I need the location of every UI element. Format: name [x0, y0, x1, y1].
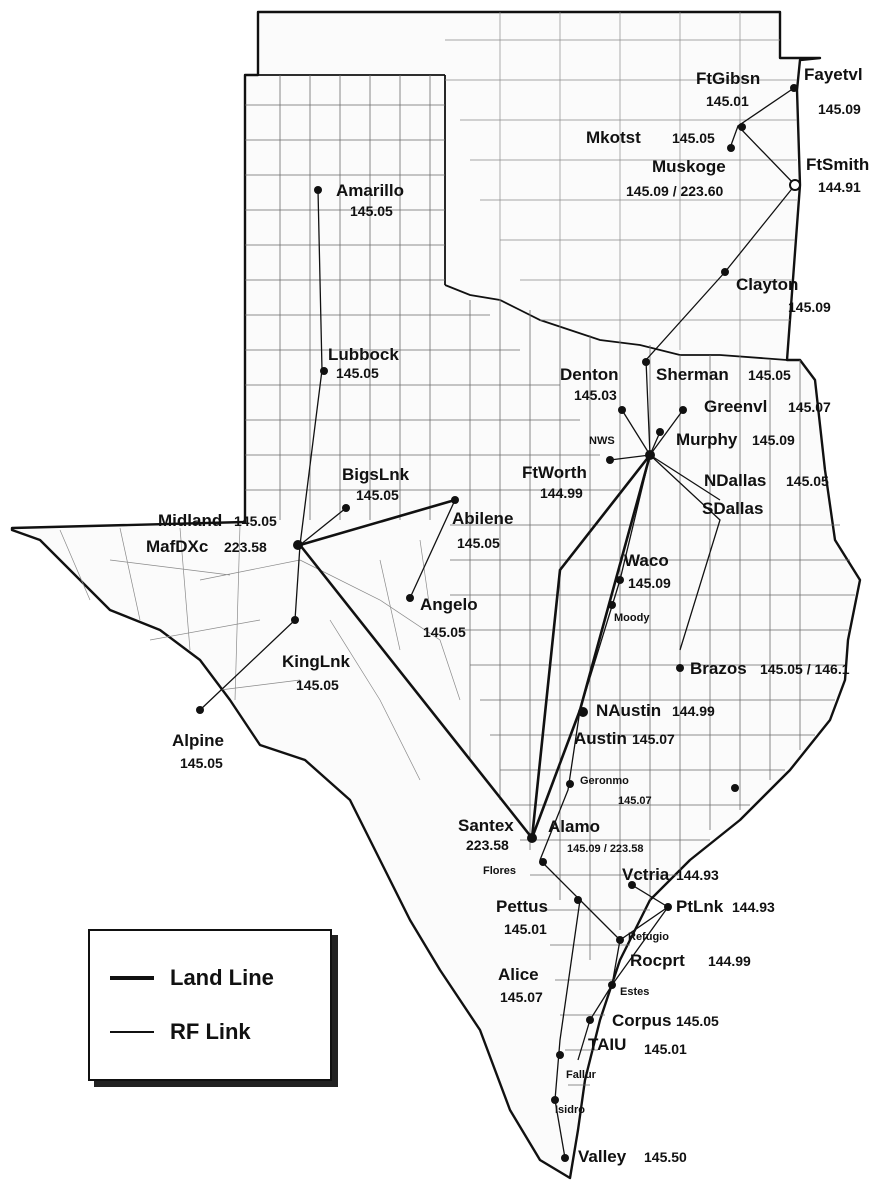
station-labels: Amarillo 145.05 Lubbock 145.05 BigsLnk 1…	[146, 65, 869, 1166]
panhandle-edge	[258, 74, 446, 285]
label-mkotst: Mkotst	[586, 128, 641, 147]
label-lubbock: Lubbock	[328, 345, 399, 364]
label-sdallas: SDallas	[702, 499, 763, 518]
label-alpine: Alpine	[172, 731, 224, 750]
label-nws: NWS	[589, 435, 615, 447]
legend-land-line: Land Line	[110, 965, 274, 991]
label-pettus: Pettus	[496, 897, 548, 916]
legend: Land Line RF Link	[88, 929, 332, 1081]
freq-santex: 223.58	[466, 837, 509, 853]
freq-vctria: 144.93	[676, 867, 719, 883]
freq-naustin: 144.99	[672, 703, 715, 719]
label-waco: Waco	[624, 551, 669, 570]
legend-rf-link: RF Link	[110, 1019, 251, 1045]
label-austin: Austin	[574, 729, 627, 748]
land-lines	[298, 454, 652, 839]
label-ftworth: FtWorth	[522, 463, 587, 482]
freq-alamo: 145.09 / 223.58	[567, 843, 643, 855]
label-refugio: Refugio	[628, 931, 669, 943]
county-grid-east	[450, 300, 855, 1086]
freq-denton: 145.03	[574, 387, 617, 403]
freq-valley: 145.50	[644, 1149, 687, 1165]
freq-bigslnk: 145.05	[356, 487, 399, 503]
label-geronmo: Geronmo	[580, 775, 629, 787]
freq-ftgibsn: 145.01	[706, 93, 749, 109]
rf-link-swatch	[110, 1031, 154, 1033]
label-fayetvl: Fayetvl	[804, 65, 863, 84]
freq-sherman: 145.05	[748, 367, 791, 383]
label-amarillo: Amarillo	[336, 181, 404, 200]
label-muskoge: Muskoge	[652, 157, 726, 176]
freq-taiu: 145.01	[644, 1041, 687, 1057]
label-vctria: Vctria	[622, 865, 670, 884]
freq-austin: 145.07	[632, 731, 675, 747]
label-bigslnk: BigsLnk	[342, 465, 410, 484]
freq-fayetvl: 145.09	[818, 101, 861, 117]
label-corpus: Corpus	[612, 1011, 672, 1030]
freq-geronmo: 145.07	[618, 795, 652, 807]
label-ndallas: NDallas	[704, 471, 766, 490]
freq-waco: 145.09	[628, 575, 671, 591]
label-midland: Midland	[158, 511, 222, 530]
label-angelo: Angelo	[420, 595, 478, 614]
red-river	[444, 284, 788, 361]
freq-alice: 145.07	[500, 989, 543, 1005]
label-fallur: Fallur	[566, 1069, 597, 1081]
freq-angelo: 145.05	[423, 624, 466, 640]
label-rocprt: Rocprt	[630, 951, 685, 970]
freq-clayton: 145.09	[788, 299, 831, 315]
freq-abilene: 145.05	[457, 535, 500, 551]
label-taiu: TAIU	[588, 1035, 626, 1054]
freq-muskoge: 145.09 / 223.60	[626, 183, 724, 199]
freq-alpine: 145.05	[180, 755, 223, 771]
label-denton: Denton	[560, 365, 619, 384]
label-kinglnk: KingLnk	[282, 652, 351, 671]
freq-greenvl: 145.07	[788, 399, 831, 415]
label-flores: Flores	[483, 865, 516, 877]
freq-brazos: 145.05 / 146.1	[760, 661, 850, 677]
freq-pttlnk: 144.93	[732, 899, 775, 915]
label-murphy: Murphy	[676, 430, 738, 449]
freq-ndallas: 145.05	[786, 473, 829, 489]
label-alice: Alice	[498, 965, 539, 984]
freq-pettus: 145.01	[504, 921, 547, 937]
county-grid-oklahoma	[445, 12, 797, 355]
freq-mafdxc: 223.58	[224, 539, 267, 555]
label-mafdxc: MafDXc	[146, 537, 208, 556]
freq-murphy: 145.09	[752, 432, 795, 448]
state-outline	[10, 10, 862, 1180]
label-clayton: Clayton	[736, 275, 798, 294]
label-ftgibsn: FtGibsn	[696, 69, 760, 88]
freq-midland: 145.05	[234, 513, 277, 529]
freq-mkotst: 145.05	[672, 130, 715, 146]
freq-rocprt: 144.99	[708, 953, 751, 969]
label-valley: Valley	[578, 1147, 627, 1166]
label-moody: Moody	[614, 612, 650, 624]
label-ftsmith: FtSmith	[806, 155, 869, 174]
label-naustin: NAustin	[596, 701, 661, 720]
legend-land-label: Land Line	[170, 965, 274, 990]
legend-rf-label: RF Link	[170, 1019, 251, 1044]
station-dots	[196, 84, 801, 1162]
land-line-swatch	[110, 976, 154, 980]
freq-corpus: 145.05	[676, 1013, 719, 1029]
label-sherman: Sherman	[656, 365, 729, 384]
label-estes: Estes	[620, 986, 649, 998]
label-abilene: Abilene	[452, 509, 513, 528]
label-brazos: Brazos	[690, 659, 747, 678]
freq-ftsmith: 144.91	[818, 179, 861, 195]
label-pttlnk: PtLnk	[676, 897, 724, 916]
county-grid-panhandle	[245, 75, 620, 520]
county-grid-west	[59, 524, 461, 781]
freq-kinglnk: 145.05	[296, 677, 339, 693]
freq-ftworth: 144.99	[540, 485, 583, 501]
freq-amarillo: 145.05	[350, 203, 393, 219]
label-alamo: Alamo	[548, 817, 600, 836]
freq-lubbock: 145.05	[336, 365, 379, 381]
label-isidro: Isidro	[555, 1104, 585, 1116]
label-greenvl: Greenvl	[704, 397, 767, 416]
label-santex: Santex	[458, 816, 514, 835]
